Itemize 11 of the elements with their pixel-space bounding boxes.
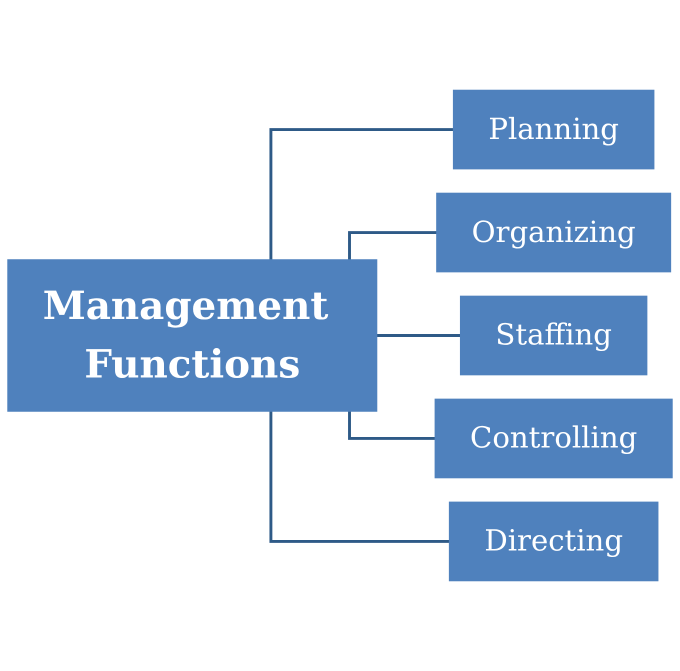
node-box: Staffing	[460, 296, 648, 376]
connector	[269, 411, 450, 543]
connector	[269, 128, 454, 260]
node-box: Directing	[448, 502, 658, 582]
node-box: Planning	[452, 90, 654, 170]
connector	[375, 334, 460, 337]
node-box: Organizing	[436, 192, 672, 272]
connector	[348, 231, 437, 260]
node-box: Management Functions	[7, 259, 378, 412]
connector	[348, 411, 436, 440]
node-box: Controlling	[434, 398, 673, 478]
